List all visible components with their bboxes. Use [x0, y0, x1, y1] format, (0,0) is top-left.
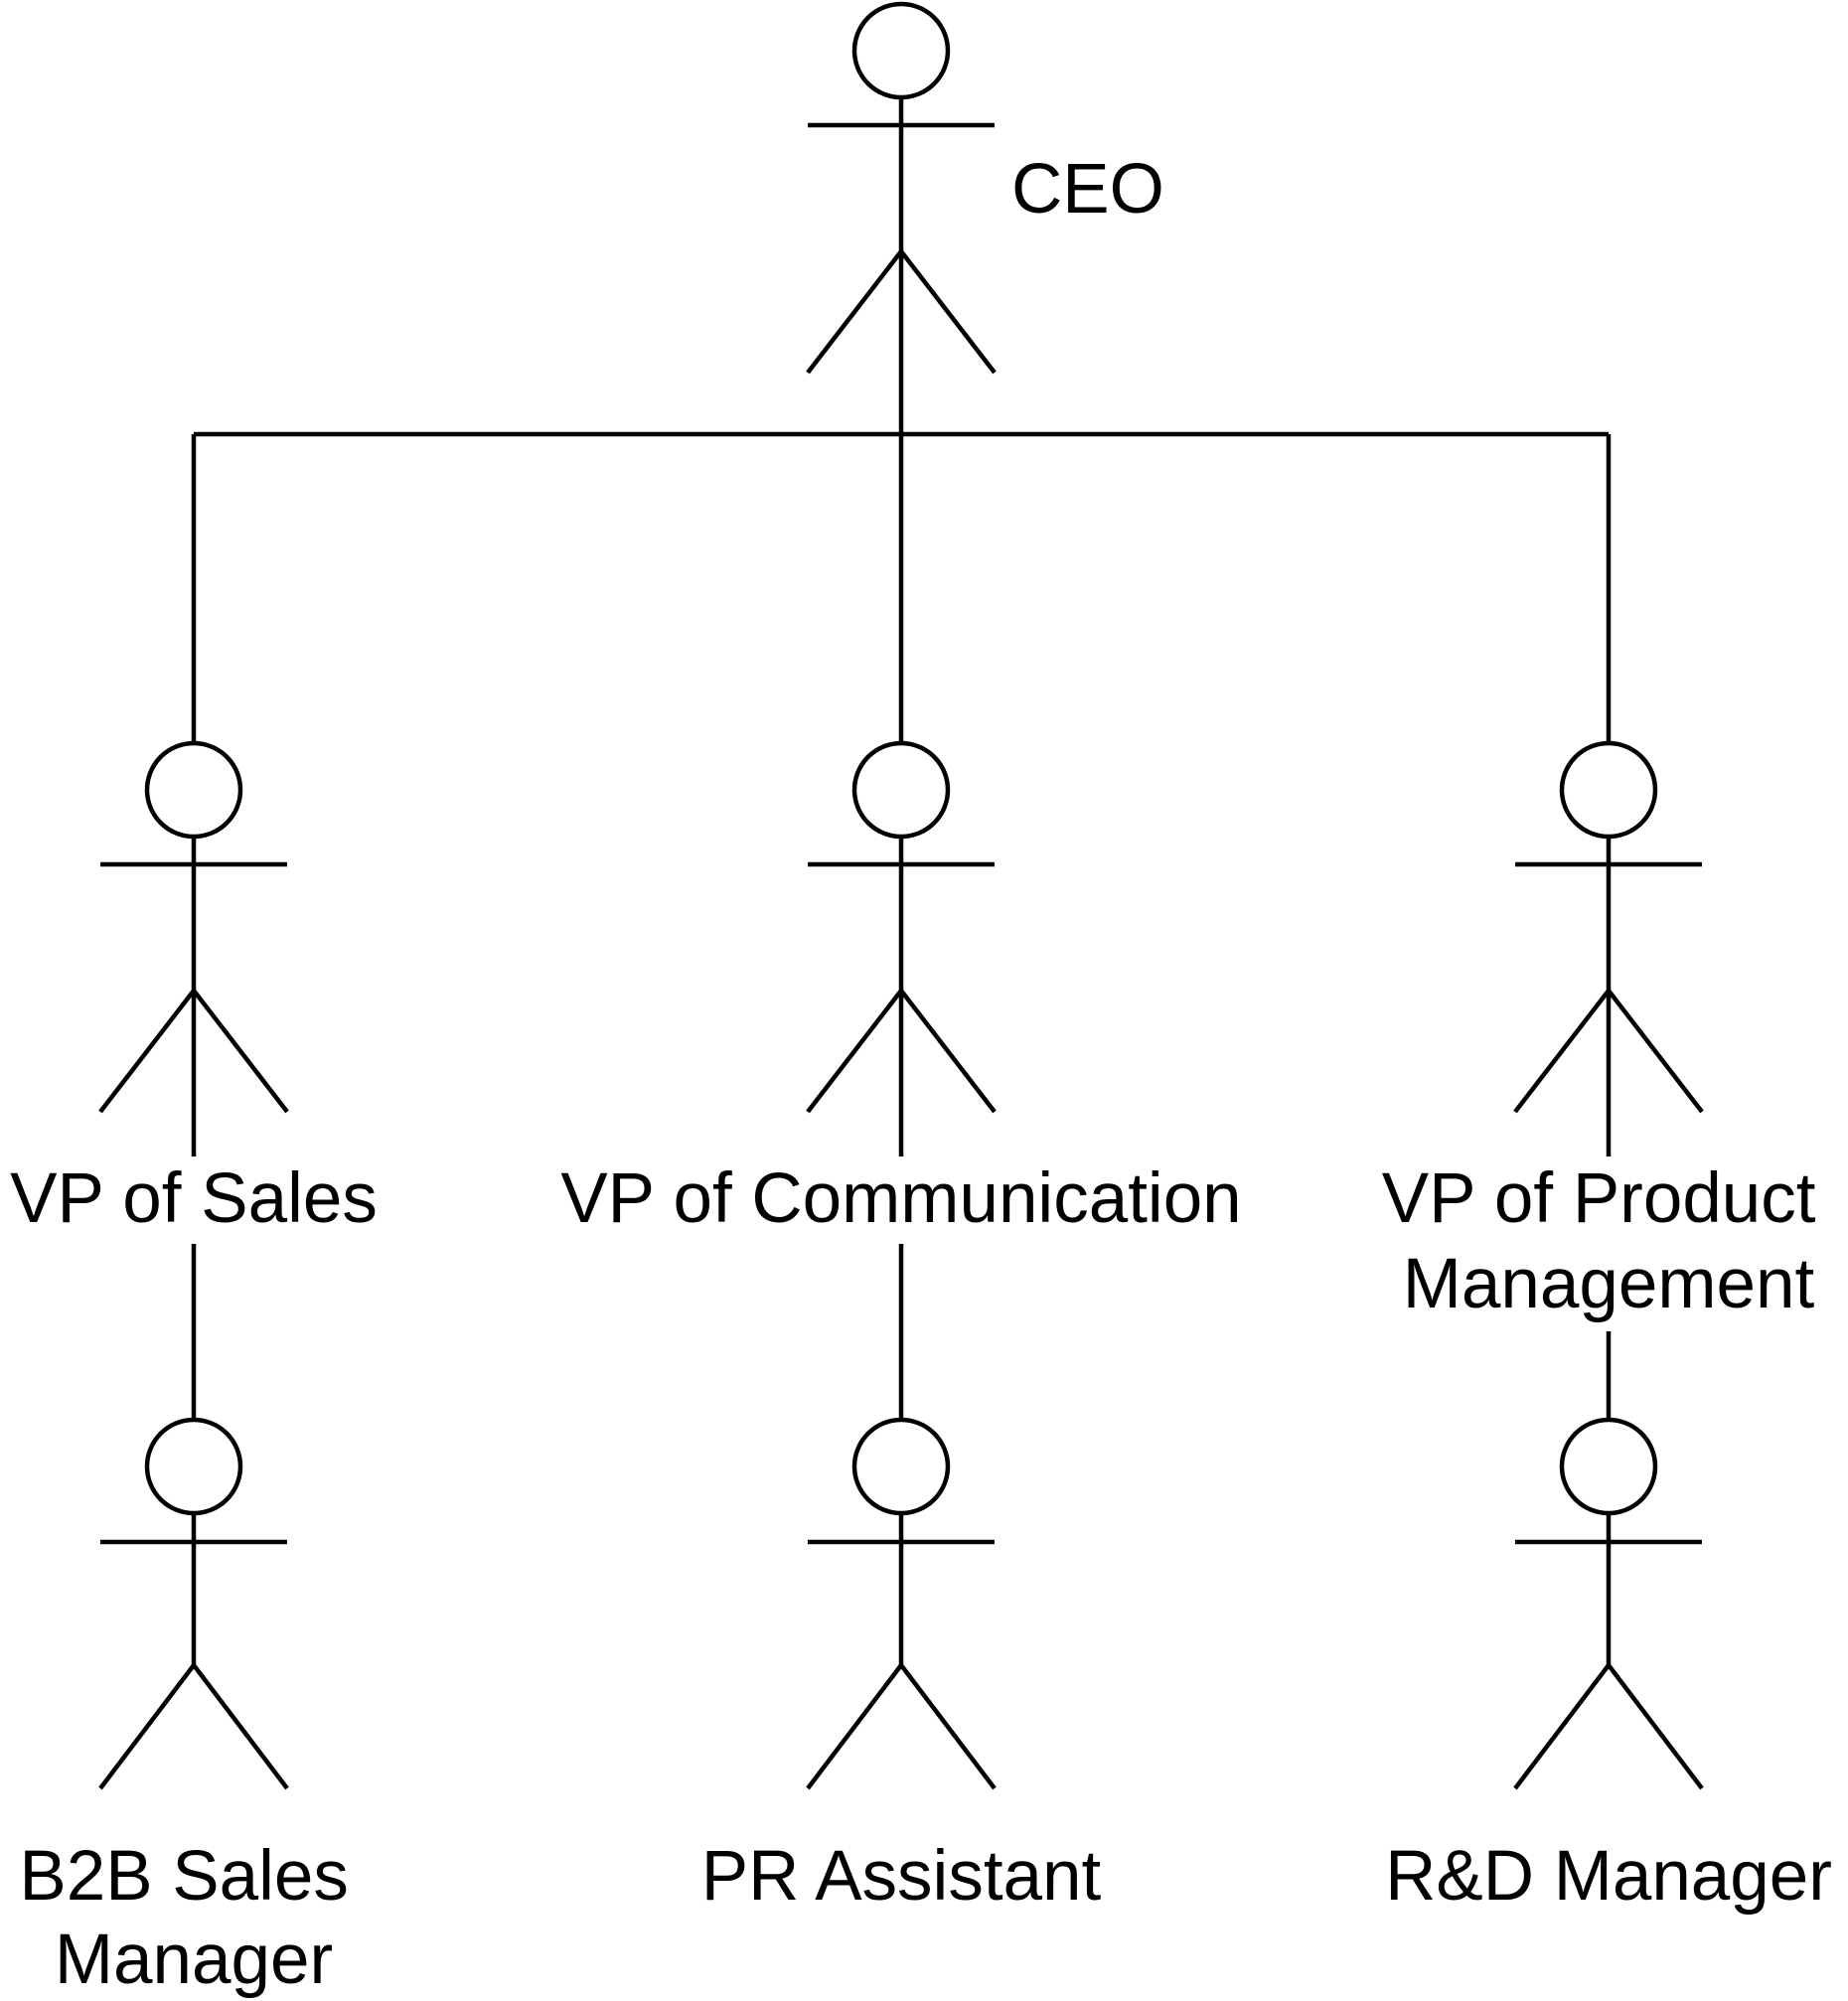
stick-figure-icon [98, 740, 289, 1156]
actor-ceo: CEO [806, 1, 1164, 375]
actor-vp-of-sales: VP of Sales [0, 740, 397, 1244]
stick-figure-icon [806, 1, 997, 375]
actor-vp-of-product-management: VP of Product Management [1361, 740, 1848, 1331]
actor-rd-manager: R&D Manager [1385, 1417, 1832, 1916]
actor-label-vp-of-communication: VP of Communication [560, 1159, 1241, 1238]
actor-label-ceo: CEO [1011, 150, 1164, 229]
actor-pr-assistant: PR Assistant [701, 1417, 1102, 1916]
actor-b2b-sales-manager: B2B Sales Manager [19, 1417, 368, 1999]
stick-figure-icon [1513, 740, 1704, 1156]
actor-vp-of-communication: VP of Communication [537, 740, 1266, 1244]
actor-label-rd-manager: R&D Manager [1385, 1837, 1832, 1916]
actor-label-b2b-sales-manager: B2B Sales Manager [19, 1837, 368, 1999]
stick-figure-icon [1513, 1417, 1704, 1790]
actor-label-vp-of-sales: VP of Sales [10, 1159, 378, 1238]
stick-figure-icon [98, 1417, 289, 1790]
connectors [191, 373, 1612, 1419]
actor-label-pr-assistant: PR Assistant [701, 1837, 1102, 1916]
stick-figure-icon [806, 1417, 997, 1790]
actor-label-vp-of-product-management: VP of Product Management [1382, 1159, 1836, 1323]
stick-figure-icon [806, 740, 997, 1156]
